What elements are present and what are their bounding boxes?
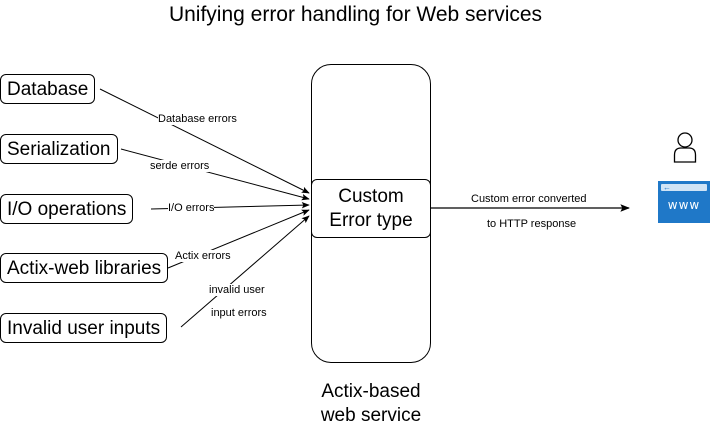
label-output-line1: Custom error converted <box>471 193 587 205</box>
browser-address-bar <box>661 184 707 191</box>
source-actix-web-libraries: Actix-web libraries <box>0 253 169 283</box>
browser-back-icon: ← <box>663 183 671 192</box>
label-input-errors: input errors <box>211 307 267 319</box>
label-serde-errors: serde errors <box>150 160 210 172</box>
source-io-operations: I/O operations <box>0 194 134 224</box>
edge-invalid <box>180 215 310 328</box>
service-caption: Actix-based web service <box>296 380 446 428</box>
edge-serialization <box>120 148 310 201</box>
edge-database <box>99 88 310 194</box>
label-invalid-user: invalid user <box>209 284 265 296</box>
browser-icon: ← www <box>658 181 710 223</box>
service-caption-line1: Actix-based <box>321 381 421 402</box>
label-actix-errors: Actix errors <box>175 250 231 262</box>
custom-error-type-box: Custom Error type <box>311 179 431 238</box>
label-io-errors: I/O errors <box>168 202 215 214</box>
source-database: Database <box>0 74 96 104</box>
source-invalid-user-inputs: Invalid user inputs <box>0 313 168 343</box>
diagram-title: Unifying error handling for Web services <box>168 3 543 26</box>
browser-web-text: www <box>667 198 701 212</box>
user-icon <box>673 132 697 163</box>
label-database-errors: Database errors <box>158 113 237 125</box>
custom-error-line2: Error type <box>329 209 413 231</box>
service-caption-line2: web service <box>320 405 422 426</box>
label-output-line2: to HTTP response <box>487 218 577 230</box>
source-serialization: Serialization <box>0 134 118 164</box>
custom-error-line1: Custom <box>338 185 404 207</box>
